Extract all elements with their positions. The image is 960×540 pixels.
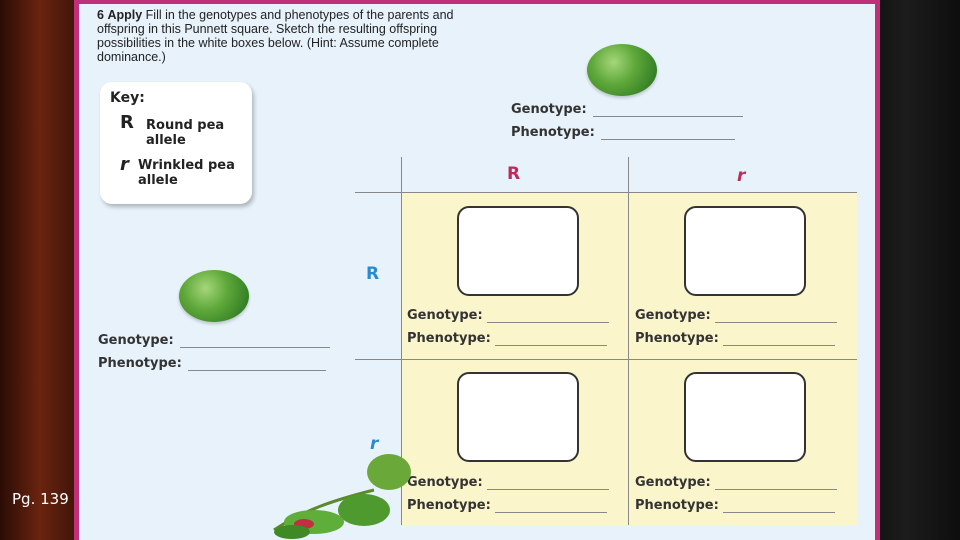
- cell-2-genotype: Genotype:: [635, 308, 837, 323]
- cell-3-genotype-blank[interactable]: [486, 479, 609, 490]
- cell-3-genotype-label: Genotype:: [407, 475, 483, 490]
- grid-line-h2: [355, 359, 857, 360]
- top-parent-phenotype: Phenotype:: [511, 125, 735, 140]
- cell-3-phenotype-blank[interactable]: [494, 502, 607, 513]
- instructions: 6 Apply Fill in the genotypes and phenot…: [97, 8, 477, 64]
- top-allele-1: R: [507, 164, 521, 184]
- left-parent-genotype: Genotype:: [98, 333, 330, 348]
- cell-4-phenotype-blank[interactable]: [722, 502, 835, 513]
- top-genotype-label: Genotype:: [511, 102, 587, 117]
- top-parent-pea-image: [587, 44, 657, 96]
- key-desc-dominant: Round pea allele: [146, 118, 225, 148]
- key-title: Key:: [110, 90, 145, 106]
- key-letter-recessive: r: [120, 154, 129, 175]
- cell-1-phenotype-label: Phenotype:: [407, 331, 491, 346]
- page-reference: Pg. 139: [12, 490, 69, 508]
- left-curtain: [0, 0, 80, 540]
- key-letter-dominant: R: [120, 112, 134, 133]
- cell-4-phenotype: Phenotype:: [635, 498, 835, 513]
- cell-3-phenotype-label: Phenotype:: [407, 498, 491, 513]
- cell-1-phenotype-blank[interactable]: [494, 335, 607, 346]
- cell-2-genotype-label: Genotype:: [635, 308, 711, 323]
- cell-2-phenotype-label: Phenotype:: [635, 331, 719, 346]
- cell-3-phenotype: Phenotype:: [407, 498, 607, 513]
- key-box: Key: R Round pea allele r Wrinkled pea a…: [100, 82, 252, 204]
- left-genotype-label: Genotype:: [98, 333, 174, 348]
- instruction-number: 6: [97, 8, 104, 22]
- cell-4-phenotype-label: Phenotype:: [635, 498, 719, 513]
- cell-4-genotype: Genotype:: [635, 475, 837, 490]
- left-allele-2: r: [370, 434, 379, 454]
- cell-4-genotype-label: Genotype:: [635, 475, 711, 490]
- instruction-text: Fill in the genotypes and phenotypes of …: [97, 8, 454, 64]
- grid-line-v1: [401, 157, 402, 525]
- sketch-box-bottom-right[interactable]: [684, 372, 806, 462]
- cell-2-genotype-blank[interactable]: [714, 312, 837, 323]
- worksheet-page: 6 Apply Fill in the genotypes and phenot…: [79, 4, 875, 540]
- cell-1-genotype-label: Genotype:: [407, 308, 483, 323]
- instruction-heading: Apply: [107, 8, 143, 22]
- left-phenotype-label: Phenotype:: [98, 356, 182, 371]
- sketch-box-top-right[interactable]: [684, 206, 806, 296]
- top-parent-genotype: Genotype:: [511, 102, 743, 117]
- pea-plant-illustration: [273, 454, 411, 539]
- left-phenotype-blank[interactable]: [187, 360, 326, 371]
- cell-1-genotype: Genotype:: [407, 308, 609, 323]
- sketch-box-bottom-left[interactable]: [457, 372, 579, 462]
- top-genotype-blank[interactable]: [592, 106, 743, 117]
- top-phenotype-label: Phenotype:: [511, 125, 595, 140]
- top-phenotype-blank[interactable]: [600, 129, 735, 140]
- left-allele-1: R: [366, 264, 380, 284]
- grid-line-v2: [628, 157, 629, 525]
- grid-line-h1: [355, 192, 857, 193]
- key-desc-recessive: Wrinkled pea allele: [138, 158, 235, 188]
- sketch-box-rr-top-left[interactable]: [457, 206, 579, 296]
- left-parent-pea-image: [179, 270, 249, 322]
- cell-4-genotype-blank[interactable]: [714, 479, 837, 490]
- right-curtain: [870, 0, 960, 540]
- cell-1-phenotype: Phenotype:: [407, 331, 607, 346]
- cell-3-genotype: Genotype:: [407, 475, 609, 490]
- left-parent-phenotype: Phenotype:: [98, 356, 326, 371]
- cell-1-genotype-blank[interactable]: [486, 312, 609, 323]
- top-allele-2: r: [737, 166, 746, 186]
- cell-2-phenotype-blank[interactable]: [722, 335, 835, 346]
- left-genotype-blank[interactable]: [179, 337, 330, 348]
- cell-2-phenotype: Phenotype:: [635, 331, 835, 346]
